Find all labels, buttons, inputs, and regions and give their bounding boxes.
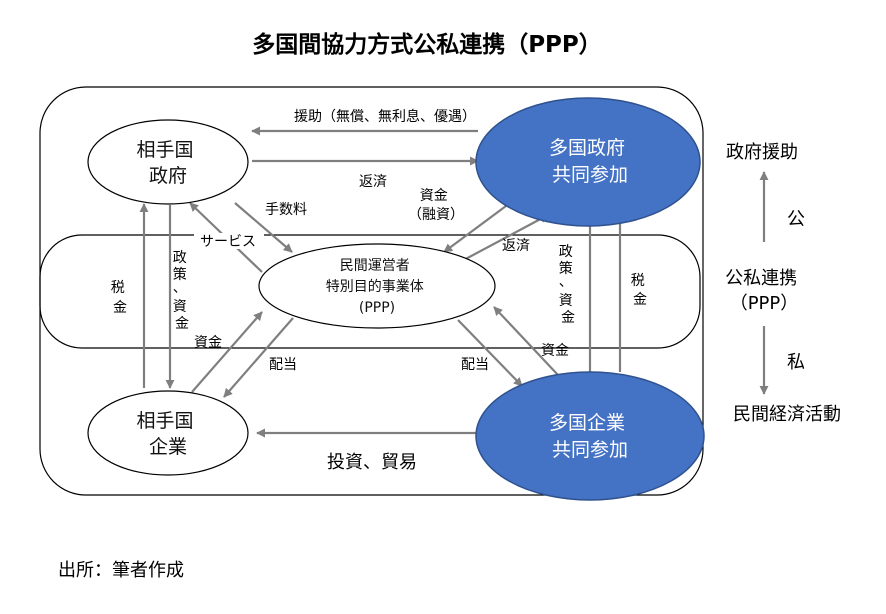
- side-label-private-economy: 民間経済活動: [733, 404, 841, 425]
- label-repay-mid: 返済: [502, 238, 530, 254]
- node-multi-company-label: 多国企業 共同参加: [549, 412, 631, 461]
- node-partner-company: [87, 390, 249, 476]
- arrow-funds-right: [493, 306, 559, 376]
- node-multi-company: [475, 371, 705, 501]
- label-dividend-left: 配当: [269, 357, 297, 373]
- node-multi-government-label: 多国政府 共同参加: [549, 137, 631, 186]
- connections: [139, 126, 769, 438]
- arrow-dividend-right: [457, 319, 523, 387]
- label-funds-left: 資金: [194, 335, 222, 351]
- label-repay-top: 返済: [359, 174, 387, 190]
- arrow-fee: [234, 202, 293, 253]
- node-partner-company-label: 相手国 企業: [136, 410, 199, 458]
- side-label-government-aid: 政府援助: [726, 142, 798, 163]
- label-aid: 援助（無償、無利息、優遇）: [294, 108, 476, 125]
- source-note: 出所：筆者作成: [58, 560, 184, 581]
- label-dividend-right: 配当: [461, 357, 489, 373]
- label-policy-funds-right: 政 策 、 資 金: [559, 244, 577, 326]
- node-multi-government: [475, 97, 701, 227]
- side-label-public: 公: [787, 209, 805, 230]
- label-tax-left: 税 金: [111, 280, 129, 316]
- arrow-funds-financing: [443, 202, 511, 253]
- node-partner-government-label: 相手国 政府: [136, 139, 199, 187]
- arrow-dividend-left: [223, 317, 294, 398]
- node-spv-label: 民間運営者 特別目的事業体 (PPP): [326, 258, 428, 316]
- label-policy-funds-left: 政 策 、 資 金: [173, 250, 191, 332]
- label-tax-right: 税 金: [631, 273, 649, 308]
- arrow-repay-mid: [459, 214, 549, 263]
- label-investment-trade: 投資、貿易: [327, 452, 417, 473]
- label-fee: 手数料: [265, 202, 307, 218]
- diagram-title: 多国間協力方式公私連携（PPP）: [252, 31, 602, 58]
- side-label-private: 私: [787, 352, 805, 373]
- label-funds-right: 資金: [541, 343, 569, 359]
- ppp-band-frame: [39, 234, 701, 349]
- side-label-ppp: 公私連携 （PPP）: [725, 268, 803, 314]
- label-funds-financing: 資金 （融資）: [408, 188, 464, 223]
- label-service: サービス: [200, 234, 256, 250]
- arrow-funds-left: [191, 311, 263, 393]
- node-partner-government: [87, 119, 249, 205]
- node-spv: [258, 243, 496, 329]
